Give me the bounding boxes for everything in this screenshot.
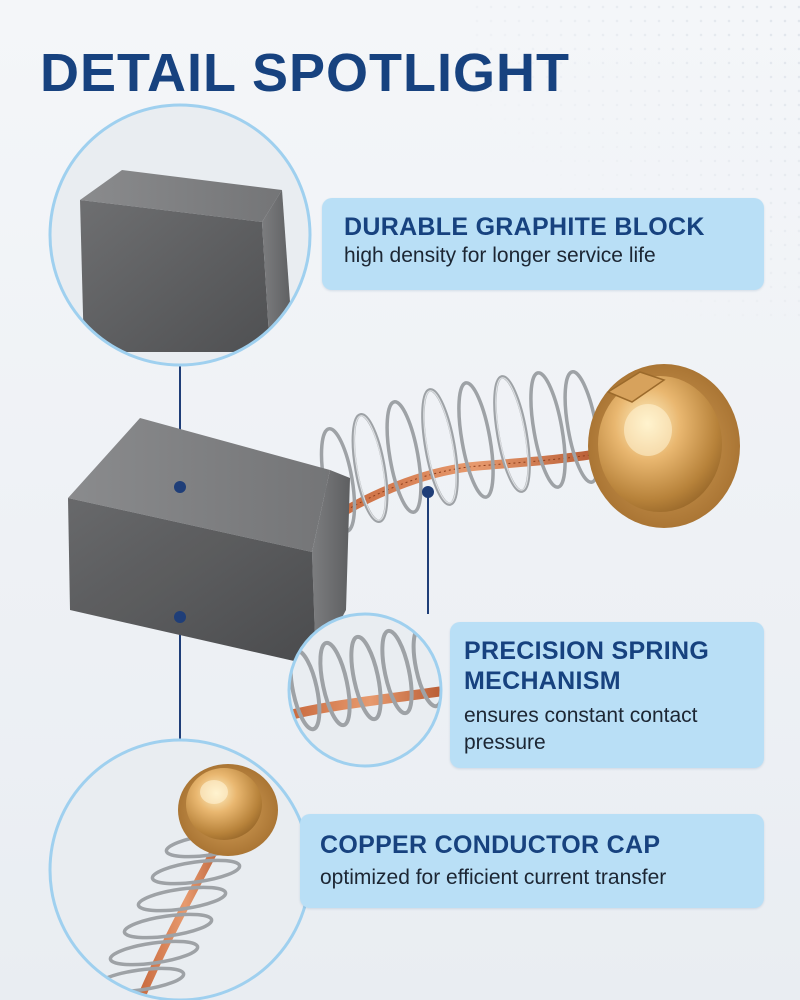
- graphite-block-closeup: [48, 103, 312, 367]
- carbon-brush-product: [68, 364, 740, 666]
- feature-callout-graphite: DURABLE GRAPHITE BLOCK high density for …: [322, 198, 764, 290]
- feature-title: COPPER CONDUCTOR CAP: [320, 831, 661, 859]
- feature-description: optimized for efficient current transfer: [320, 866, 667, 889]
- feature-callout-copper: COPPER CONDUCTOR CAP optimized for effic…: [300, 814, 764, 908]
- copper-cap-closeup: [48, 738, 312, 1000]
- spring-closeup: [287, 612, 443, 768]
- page-title: DETAIL SPOTLIGHT: [40, 43, 571, 103]
- connector-dots: [174, 481, 434, 623]
- feature-description: ensures constant contact pressure: [464, 704, 698, 754]
- feature-callout-spring: PRECISION SPRING MECHANISM ensures const…: [450, 622, 764, 768]
- feature-title: DURABLE GRAPHITE BLOCK: [344, 213, 705, 241]
- feature-title: PRECISION SPRING MECHANISM: [464, 637, 710, 695]
- feature-description: high density for longer service life: [344, 244, 656, 267]
